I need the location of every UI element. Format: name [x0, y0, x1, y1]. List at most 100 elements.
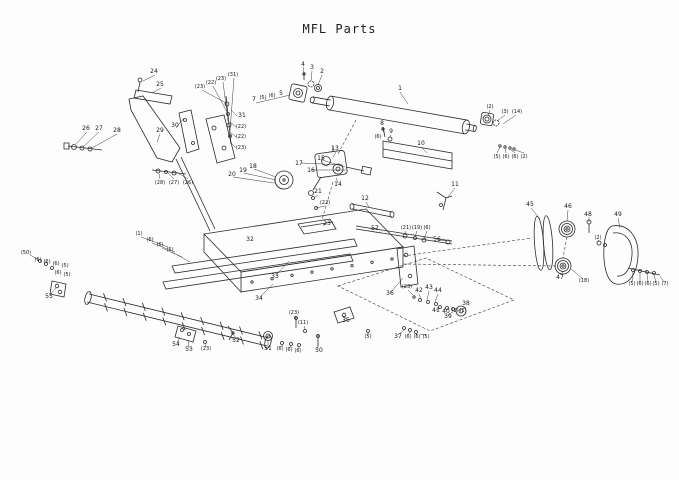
- part-label: (22): [236, 124, 246, 130]
- part-label: 1: [398, 85, 402, 92]
- part-label: 25: [156, 81, 164, 88]
- part-label: 46: [564, 203, 572, 210]
- part-label: 12: [361, 195, 369, 202]
- part-label: (18): [579, 278, 589, 284]
- part-label: 34: [255, 295, 263, 302]
- part-label: (6): [52, 261, 59, 267]
- leader-lines: [30, 67, 664, 349]
- part-label: (31): [228, 72, 238, 78]
- part-label: 18: [249, 163, 257, 170]
- part-label: 30: [171, 122, 179, 129]
- part-label: 54: [172, 341, 180, 348]
- part-label: (2): [520, 154, 527, 160]
- part-label: 48: [584, 211, 592, 218]
- flail-roller-assembly: [39, 260, 320, 350]
- part-label: (23): [402, 284, 412, 290]
- part-label: 31: [238, 112, 246, 119]
- part-label: (6): [54, 270, 61, 276]
- part-label: 15: [317, 155, 325, 162]
- part-label: (3): [501, 109, 508, 115]
- part-label: (6): [644, 281, 651, 287]
- part-label: (6): [502, 154, 509, 160]
- part-label: (5): [61, 263, 68, 269]
- part-label: (6): [404, 334, 411, 340]
- part-label: 28: [113, 127, 121, 134]
- part-label: (6): [294, 348, 301, 354]
- part-label: 24: [150, 68, 158, 75]
- part-label: (1): [459, 308, 466, 314]
- part-label: 3: [310, 64, 314, 71]
- part-label: 26: [82, 125, 90, 132]
- part-label: 8: [380, 120, 384, 127]
- deck-assembly: [163, 209, 418, 292]
- part-label: (21): [401, 225, 411, 231]
- part-label: 20: [228, 171, 236, 178]
- part-label: (5): [166, 247, 173, 253]
- part-label: 33: [271, 273, 279, 280]
- part-label: (6): [374, 134, 381, 140]
- part-label: (19): [412, 225, 422, 231]
- part-label: 17: [295, 160, 303, 167]
- part-label: (5): [63, 272, 70, 278]
- part-label: 2: [320, 68, 324, 75]
- part-label: 10: [417, 140, 425, 147]
- part-label: (22): [320, 200, 330, 206]
- part-label: (23): [195, 84, 205, 90]
- part-label: (22): [236, 134, 246, 140]
- part-label: (6): [34, 257, 41, 263]
- part-label: 57: [371, 225, 379, 232]
- part-label: (6): [636, 281, 643, 287]
- part-label: (50): [21, 250, 31, 256]
- part-label: (26): [183, 180, 193, 186]
- part-label: 39: [444, 313, 452, 320]
- upper-roller-assembly: [289, 72, 516, 210]
- part-label: (6): [268, 93, 275, 99]
- part-label: (11): [298, 320, 308, 326]
- part-label: 32: [246, 236, 254, 243]
- part-label: (5): [652, 281, 659, 287]
- part-label: 47: [556, 274, 564, 281]
- part-label: (14): [512, 109, 522, 115]
- part-label: (5): [364, 334, 371, 340]
- part-label: (6): [276, 346, 283, 352]
- part-label: (2): [594, 235, 601, 241]
- part-label: 4: [301, 61, 305, 68]
- part-label: (23): [289, 310, 299, 316]
- right-bearing: [480, 112, 494, 126]
- part-label: 51: [264, 345, 272, 352]
- part-label: 43: [425, 284, 433, 291]
- page-title: MFL Parts: [302, 22, 377, 36]
- part-label: (6): [156, 242, 163, 248]
- part-label: (23): [236, 145, 246, 151]
- part-label: (5): [628, 281, 635, 287]
- part-label: (27): [169, 180, 179, 186]
- part-label: (2): [451, 308, 458, 314]
- part-label: (22): [206, 80, 216, 86]
- part-label: 40: [442, 308, 450, 315]
- part-label: (6): [423, 225, 430, 231]
- part-label: 42: [415, 287, 423, 294]
- part-label: 36: [386, 290, 394, 297]
- part-label: (6): [146, 237, 153, 243]
- part-label: (6): [413, 334, 420, 340]
- part-label: 27: [95, 125, 103, 132]
- part-label: (6): [43, 259, 50, 265]
- part-label: (6): [285, 347, 292, 353]
- part-label: 50: [315, 347, 323, 354]
- part-label: 45: [526, 201, 534, 208]
- part-label: 44: [434, 287, 442, 294]
- left-hitch-assembly: [64, 78, 235, 231]
- part-label: 55: [45, 293, 53, 300]
- part-label: 56: [433, 236, 441, 243]
- part-label: 49: [614, 211, 622, 218]
- part-label: (28): [155, 180, 165, 186]
- part-label: (5): [493, 154, 500, 160]
- part-label: (7): [661, 281, 668, 287]
- part-label: 11: [451, 181, 459, 188]
- part-label: 53: [185, 346, 193, 353]
- part-label: 13: [331, 145, 339, 152]
- part-label: 52: [232, 337, 240, 344]
- part-label: (23): [216, 76, 226, 82]
- part-label: 29: [156, 127, 164, 134]
